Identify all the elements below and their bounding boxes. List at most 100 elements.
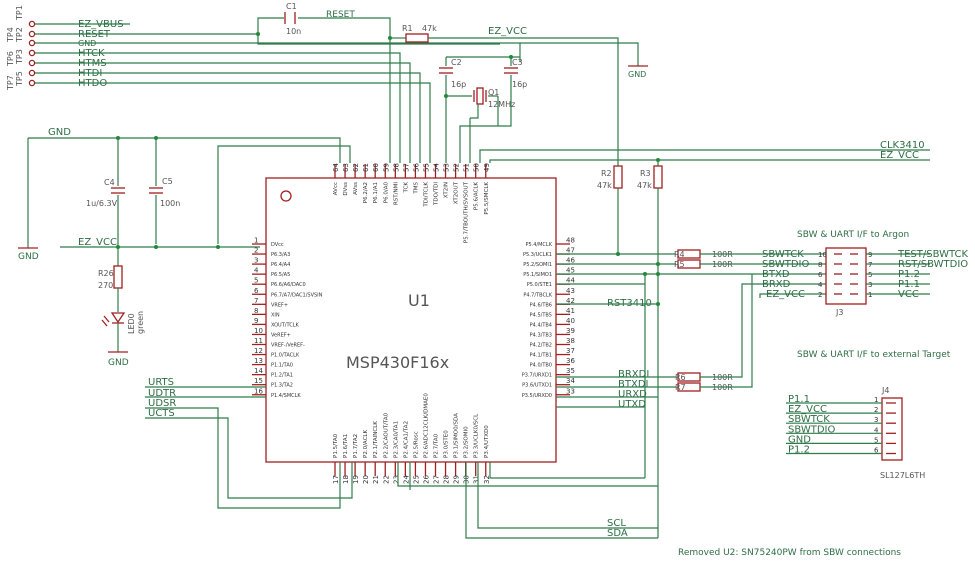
left-uart-signals: URTS UDTR UDSR UCTS: [145, 377, 353, 509]
testpoint-circle: [28, 30, 36, 38]
ic-pin-name: XT2IN: [444, 182, 450, 198]
c4-value: 1u/6.3V: [86, 199, 118, 208]
ic-pin-number: 33: [566, 387, 575, 395]
net-label-btxdi: BTXDI: [618, 379, 648, 390]
net-label-udsr: UDSR: [148, 398, 176, 409]
ic-pin-name: P1.3/TA2: [271, 383, 293, 389]
ic-pin-name: VeREF+: [271, 332, 291, 338]
r2-ref: R2: [601, 169, 612, 178]
ic-pin-name: P2.2/CAOUT/TA0: [383, 412, 389, 458]
c2-value: 16p: [451, 80, 466, 89]
ic-pin-name: XIN: [271, 312, 280, 318]
ic-pin-number: 38: [566, 337, 575, 345]
testpoint-label-tp2: TP2: [15, 27, 24, 43]
ic-pin-number: 17: [332, 475, 340, 484]
ic-pin-name: P5.2/SOMI1: [523, 262, 552, 268]
ic-pin-number: 61: [362, 163, 370, 172]
ic-pin-number: 34: [566, 377, 575, 385]
j4-pin-number: 4: [874, 426, 879, 434]
ic-pin-number: 22: [382, 475, 390, 484]
j3-caption: SBW & UART I/F to Argon: [797, 230, 909, 240]
net-label-ez-vcc-left: EZ_VCC: [78, 237, 117, 248]
ic-pin-number: 32: [483, 475, 491, 484]
ic-pin-name: P5.6/ACLK: [474, 182, 480, 210]
ic-pin-number: 31: [473, 475, 481, 484]
crystal-network: C2 16p C3 16p Q1 12MHz: [439, 55, 527, 163]
ic-pin-number: 37: [566, 347, 575, 355]
j4-body: [881, 397, 903, 461]
net-label-p12-j3: P1.2: [898, 269, 920, 280]
reset-network: C1 10n RESET R1 47k EZ_VCC: [256, 2, 619, 166]
ic-pin-name: P5.7/TBOUTH/SVSOUT: [464, 181, 470, 243]
ic-pin-name: P4.4/TB4: [530, 322, 552, 328]
ic-pin-number: 64: [332, 163, 340, 172]
led-ref: LED0: [127, 313, 136, 334]
ic-pin-name: AVss: [353, 182, 359, 195]
ic-pin-name: XT2OUT: [454, 181, 460, 204]
net-label-utxd: UTXD: [618, 399, 646, 410]
net-label-test-sbwtck: TEST/SBWTCK: [897, 249, 968, 260]
testpoint-circle: [28, 79, 36, 87]
r2-body: [613, 165, 623, 189]
ic-pin-number: 15: [254, 377, 263, 385]
r1-value: 47k: [422, 24, 437, 33]
ic-pin-name: P1.0/TACLK: [271, 353, 300, 359]
ic-pin-number: 39: [566, 327, 575, 335]
j4-net-label: EZ_VCC: [788, 404, 827, 415]
junction: [256, 32, 260, 36]
ic-pin-name: RST/NMI: [393, 182, 399, 205]
ic-ref: U1: [408, 291, 430, 310]
ic-pin-number: 47: [566, 247, 575, 255]
ic-pin-name: P6.1/A1: [373, 182, 379, 203]
j4-net-label: P1.2: [788, 445, 810, 456]
junction: [154, 136, 158, 140]
ic-pin-group: 1DVcc2P6.3/A33P6.4/A44P6.5/A55P6.6/A6/DA…: [252, 163, 575, 484]
ic-pin-name: P2.0/ACLK: [363, 430, 369, 458]
ic-pin-name: P1.5/TA0: [333, 433, 339, 458]
svg-text:5: 5: [868, 271, 872, 279]
ic-pin-name: P6.6/A6/DAC0: [271, 282, 306, 288]
ic-pin-number: 13: [254, 357, 263, 365]
ic-pin-number: 48: [566, 237, 575, 245]
ic-pin-name: P5.1/SIMO1: [523, 272, 552, 278]
net-label-ez-vcc-right: EZ_VCC: [880, 150, 919, 161]
ic-pin-name: P4.0/TB0: [530, 363, 552, 369]
ic-pin-name: P6.2/A2: [363, 182, 369, 203]
testpoint-label-tp6: TP6: [6, 51, 15, 67]
ic-pin-number: 52: [453, 163, 461, 172]
ic-pin-name: P3.1/SIMO0/SDA: [454, 413, 460, 458]
ic-pin-name: P6.7/A7/DAC1/SVSIN: [271, 292, 323, 298]
ic-pin-number: 26: [422, 475, 430, 484]
r6-ref: R6: [675, 373, 686, 382]
ic-pin-name: P5.0/STE1: [527, 282, 552, 288]
svg-text:3: 3: [868, 281, 872, 289]
ic-pin-name: XOUT/TCLK: [271, 322, 299, 328]
ic-pin-name: TMS: [413, 182, 419, 195]
net-label-sbwtck: SBWTCK: [762, 249, 804, 260]
ic-pin-name: P2.7/TA0: [434, 433, 440, 458]
ic-pin-name: P2.3/CA0/TA1: [393, 421, 399, 458]
ic-pin-name: DVcc: [271, 242, 284, 248]
r26-ref: R26: [98, 269, 114, 278]
junction: [656, 158, 660, 162]
ic-pin-number: 3: [254, 257, 258, 265]
pin1-marker-icon: [280, 190, 292, 202]
junction: [656, 272, 660, 276]
junction: [444, 94, 448, 98]
ic-pin-number: 30: [463, 475, 471, 484]
ic-pin-name: P3.3/UCLK0/SCL: [474, 413, 480, 458]
net-label-brxdi: BRXDI: [618, 369, 649, 380]
r26-value: 270: [98, 281, 113, 290]
ic-pin-name: TCK: [403, 182, 409, 194]
testpoint-circle: [28, 69, 36, 77]
ic-pin-number: 62: [352, 163, 360, 172]
ic-pin-name: P3.2/SOMI0: [464, 426, 470, 458]
net-label-clk3410: CLK3410: [880, 140, 925, 151]
testpoint-circle: [28, 59, 36, 67]
right-network: CLK3410 EZ_VCC R2 47k R3 47k R4 100R R5 …: [479, 140, 930, 538]
r2-value: 47k: [597, 181, 612, 190]
svg-text:6: 6: [818, 271, 823, 279]
ic-pin-number: 41: [566, 307, 575, 315]
c5-ref: C5: [162, 177, 173, 186]
